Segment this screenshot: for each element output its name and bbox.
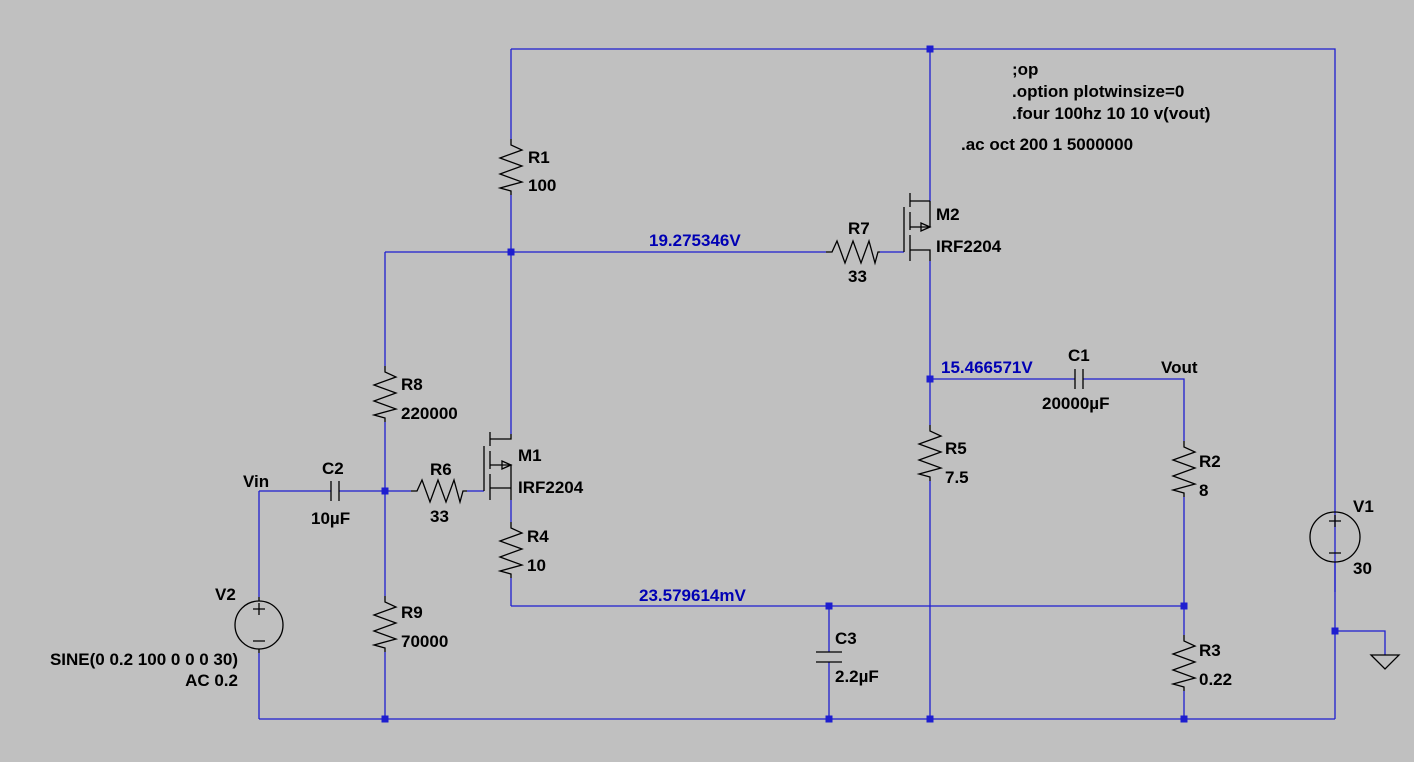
m2-value: IRF2204 bbox=[936, 237, 1002, 256]
m2-name: M2 bbox=[936, 205, 960, 224]
resistor-r3[interactable]: R3 0.22 bbox=[1170, 635, 1232, 691]
mosfet-m1[interactable]: M1 IRF2204 bbox=[483, 432, 584, 500]
junction-dot bbox=[926, 715, 934, 723]
r3-name: R3 bbox=[1199, 641, 1221, 660]
junction-dot bbox=[1180, 602, 1188, 610]
v2-value: SINE(0 0.2 100 0 0 0 30) bbox=[50, 650, 238, 669]
directive-option: .option plotwinsize=0 bbox=[1012, 82, 1184, 101]
r7-value: 33 bbox=[848, 267, 867, 286]
r7-name: R7 bbox=[848, 219, 870, 238]
r8-value: 220000 bbox=[401, 404, 458, 423]
c2-name: C2 bbox=[322, 459, 344, 478]
junction-dot bbox=[381, 715, 389, 723]
v1-value: 30 bbox=[1353, 559, 1372, 578]
r6-value: 33 bbox=[430, 507, 449, 526]
resistor-r6[interactable]: R6 33 bbox=[411, 460, 467, 526]
r9-value: 70000 bbox=[401, 632, 448, 651]
m1-value: IRF2204 bbox=[518, 478, 584, 497]
directive-op: ;op bbox=[1012, 60, 1038, 79]
capacitor-c2[interactable]: C2 10µF bbox=[311, 459, 350, 528]
r2-value: 8 bbox=[1199, 481, 1208, 500]
junction-dots bbox=[381, 45, 1339, 723]
junction-dot bbox=[1331, 627, 1339, 635]
c3-name: C3 bbox=[835, 629, 857, 648]
r6-name: R6 bbox=[430, 460, 452, 479]
voltage-source-v2[interactable]: V2 SINE(0 0.2 100 0 0 0 30) AC 0.2 bbox=[50, 585, 284, 690]
node-voltage-gate: 19.275346V bbox=[649, 231, 741, 250]
wires bbox=[258, 48, 1386, 720]
c3-value: 2.2µF bbox=[835, 667, 879, 686]
junction-dot bbox=[825, 602, 833, 610]
voltage-source-v1[interactable]: V1 30 bbox=[1309, 497, 1374, 578]
resistor-r2[interactable]: R2 8 bbox=[1170, 441, 1221, 500]
junction-dot bbox=[926, 45, 934, 53]
junction-dot bbox=[1180, 715, 1188, 723]
directive-four: .four 100hz 10 10 v(vout) bbox=[1012, 104, 1210, 123]
r8-name: R8 bbox=[401, 375, 423, 394]
capacitor-c1[interactable]: C1 20000µF bbox=[1042, 346, 1109, 413]
resistor-r8[interactable]: R8 220000 bbox=[371, 366, 458, 423]
resistor-r7[interactable]: R7 33 bbox=[826, 219, 880, 286]
net-label-vin: Vin bbox=[243, 472, 269, 491]
junction-dot bbox=[507, 248, 515, 256]
r1-value: 100 bbox=[528, 176, 556, 195]
v2-name: V2 bbox=[215, 585, 236, 604]
r3-value: 0.22 bbox=[1199, 670, 1232, 689]
r9-name: R9 bbox=[401, 603, 423, 622]
r2-name: R2 bbox=[1199, 452, 1221, 471]
c1-value: 20000µF bbox=[1042, 394, 1109, 413]
capacitor-c3[interactable]: C3 2.2µF bbox=[816, 629, 879, 686]
node-voltage-output: 15.466571V bbox=[941, 358, 1033, 377]
directive-ac: .ac oct 200 1 5000000 bbox=[961, 135, 1133, 154]
mosfet-m2[interactable]: M2 IRF2204 bbox=[903, 193, 1002, 261]
junction-dot bbox=[381, 487, 389, 495]
junction-dot bbox=[825, 715, 833, 723]
resistor-r4[interactable]: R4 10 bbox=[497, 522, 549, 578]
resistor-r5[interactable]: R5 7.5 bbox=[916, 425, 969, 487]
resistor-r1[interactable]: R1 100 bbox=[497, 139, 556, 195]
ground-icon bbox=[1369, 654, 1401, 670]
r4-value: 10 bbox=[527, 556, 546, 575]
v1-name: V1 bbox=[1353, 497, 1374, 516]
r5-name: R5 bbox=[945, 439, 967, 458]
c1-name: C1 bbox=[1068, 346, 1090, 365]
net-label-vout: Vout bbox=[1161, 358, 1198, 377]
v2-ac-value: AC 0.2 bbox=[185, 671, 238, 690]
r1-name: R1 bbox=[528, 148, 550, 167]
node-voltage-source: 23.579614mV bbox=[639, 586, 746, 605]
r4-name: R4 bbox=[527, 527, 549, 546]
m1-name: M1 bbox=[518, 446, 542, 465]
r5-value: 7.5 bbox=[945, 468, 969, 487]
c2-value: 10µF bbox=[311, 509, 350, 528]
junction-dot bbox=[926, 375, 934, 383]
resistor-r9[interactable]: R9 70000 bbox=[371, 596, 448, 652]
